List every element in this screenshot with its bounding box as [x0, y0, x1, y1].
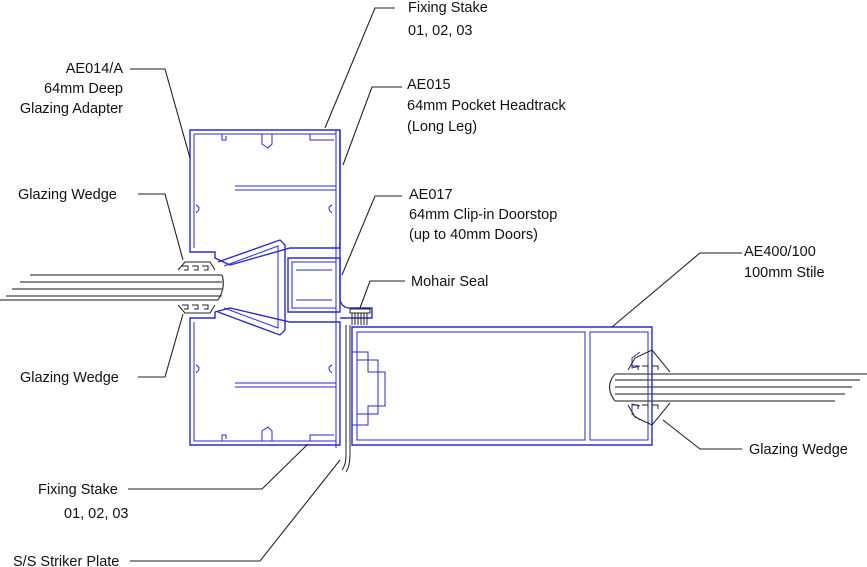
- leader-ae015: [342, 86, 402, 166]
- leader-fixing-stake-bottom: [128, 443, 309, 490]
- ae400-stile: [351, 326, 653, 446]
- label-ae400-line1: AE400/100: [744, 244, 816, 260]
- leader-ae017: [341, 195, 402, 276]
- label-ae015-line2: 64mm Pocket Headtrack: [407, 98, 567, 114]
- leader-lines: [128, 7, 742, 562]
- striker-plate: [341, 325, 351, 473]
- label-glazing-wedge-right: Glazing Wedge: [749, 442, 848, 458]
- label-ae400-line2: 100mm Stile: [744, 265, 825, 281]
- leader-ae014: [130, 68, 191, 159]
- label-glazing-wedge-top-left: Glazing Wedge: [18, 187, 117, 203]
- labels: Fixing Stake 01, 02, 03 AE014/A 64mm Dee…: [13, 0, 848, 567]
- left-glazing-wedges: [177, 261, 216, 314]
- ae015-ae017-doorstop: [287, 130, 373, 448]
- label-fixing-stake-bottom-line1: Fixing Stake: [38, 482, 118, 498]
- ae014-glazing-adapter: [189, 129, 341, 446]
- leader-mohair: [359, 280, 405, 309]
- leader-glazing-wedge-top: [138, 193, 184, 261]
- leader-glazing-wedge-bottom: [138, 313, 184, 378]
- left-glass-unit: [0, 274, 224, 301]
- label-ae014-line1: AE014/A: [66, 61, 124, 77]
- label-glazing-wedge-bottom-left: Glazing Wedge: [20, 370, 119, 386]
- label-ae017-line1: AE017: [409, 187, 453, 203]
- label-striker-plate: S/S Striker Plate: [13, 554, 119, 567]
- label-fixing-stake-top-line2: 01, 02, 03: [408, 23, 473, 39]
- label-ae017-line2: 64mm Clip-in Doorstop: [409, 207, 557, 223]
- leader-fixing-stake-top: [324, 7, 395, 129]
- label-ae014-line2: 64mm Deep: [44, 81, 123, 97]
- leader-striker-plate: [130, 459, 341, 562]
- leader-glazing-wedge-right: [662, 419, 742, 450]
- label-ae017-line3: (up to 40mm Doors): [409, 227, 538, 243]
- label-mohair-seal: Mohair Seal: [411, 274, 488, 290]
- leader-ae400: [611, 252, 742, 328]
- label-fixing-stake-bottom-line2: 01, 02, 03: [64, 506, 129, 522]
- label-ae014-line3: Glazing Adapter: [20, 101, 123, 117]
- label-ae015-line3: (Long Leg): [407, 119, 477, 135]
- label-fixing-stake-top-line1: Fixing Stake: [408, 0, 488, 16]
- label-ae015-line1: AE015: [407, 77, 451, 93]
- right-glass-unit: [608, 349, 867, 426]
- mohair-seal: [349, 308, 371, 325]
